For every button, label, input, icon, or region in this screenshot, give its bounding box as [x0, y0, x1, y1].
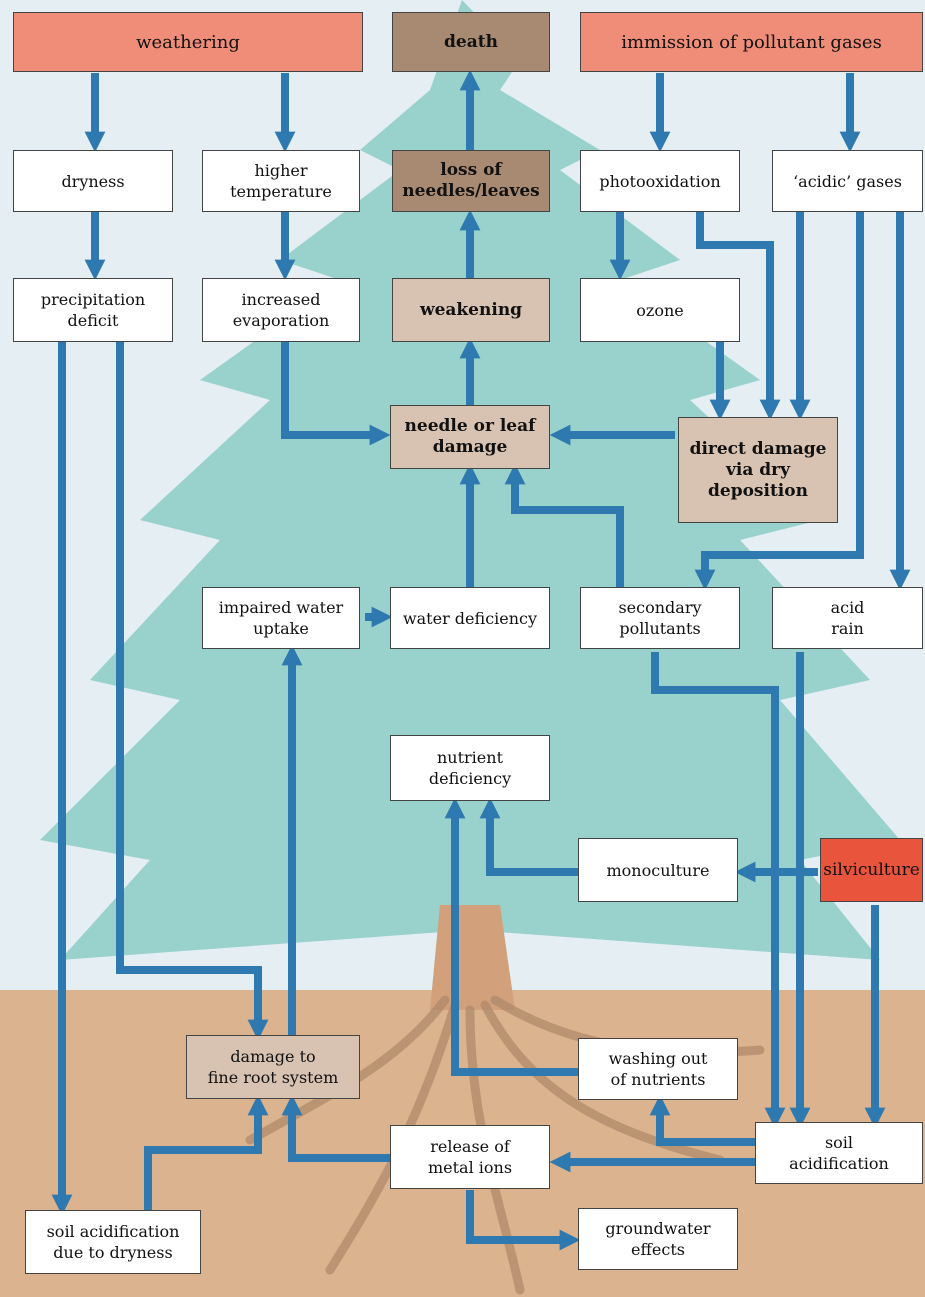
node-label: soil acidification	[789, 1133, 889, 1173]
node-label: monoculture	[606, 860, 710, 880]
node-dryness: dryness	[13, 150, 173, 212]
node-label: release of metal ions	[427, 1137, 513, 1177]
node-photooxidation: photooxidation	[580, 150, 740, 212]
node-water-deficiency: water deficiency	[390, 587, 550, 649]
node-precipitation-deficit: precipitation deficit	[13, 278, 173, 342]
node-label: precipitation deficit	[40, 290, 146, 330]
node-label: dryness	[61, 171, 125, 191]
node-weathering: weathering	[13, 12, 363, 72]
node-impaired-water-uptake: impaired water uptake	[202, 587, 360, 649]
node-label: soil acidification due to dryness	[46, 1222, 180, 1262]
node-label: needle or leaf damage	[404, 416, 536, 457]
node-death: death	[392, 12, 550, 72]
tree-trunk	[430, 905, 515, 1010]
node-label: increased evaporation	[232, 290, 330, 330]
node-label: groundwater effects	[605, 1219, 711, 1259]
node-label: direct damage via dry deposition	[689, 438, 827, 501]
node-nutrient-deficiency: nutrient deficiency	[390, 735, 550, 801]
node-acid-rain: acid rain	[772, 587, 923, 649]
node-acidic-gases: ‘acidic’ gases	[772, 150, 923, 212]
node-label: ozone	[636, 300, 684, 320]
node-label: washing out of nutrients	[608, 1049, 708, 1089]
node-label: damage to fine root system	[207, 1047, 339, 1087]
node-increased-evaporation: increased evaporation	[202, 278, 360, 342]
node-loss-of-needles: loss of needles/leaves	[392, 150, 550, 212]
node-label: immission of pollutant gases	[621, 31, 882, 53]
node-label: photooxidation	[599, 171, 721, 191]
node-needle-leaf-damage: needle or leaf damage	[390, 405, 550, 469]
node-monoculture: monoculture	[578, 838, 738, 902]
node-ozone: ozone	[580, 278, 740, 342]
node-groundwater-effects: groundwater effects	[578, 1208, 738, 1270]
node-weakening: weakening	[392, 278, 550, 342]
node-damage-fine-root: damage to fine root system	[186, 1035, 360, 1099]
node-label: weakening	[419, 299, 523, 320]
node-immission: immission of pollutant gases	[580, 12, 923, 72]
node-release-metal-ions: release of metal ions	[390, 1125, 550, 1189]
node-label: impaired water uptake	[218, 598, 344, 638]
node-label: weathering	[136, 31, 240, 53]
node-label: water deficiency	[402, 608, 538, 628]
node-label: higher temperature	[230, 161, 332, 201]
node-silviculture: silviculture	[820, 838, 923, 902]
node-label: death	[444, 31, 498, 52]
node-label: nutrient deficiency	[428, 748, 512, 788]
node-label: silviculture	[823, 859, 920, 880]
node-secondary-pollutants: secondary pollutants	[580, 587, 740, 649]
node-label: loss of needles/leaves	[402, 160, 540, 201]
node-soil-acidification-dryness: soil acidification due to dryness	[25, 1210, 201, 1274]
node-label: acid rain	[830, 598, 865, 638]
node-soil-acidification: soil acidification	[755, 1122, 923, 1184]
node-label: secondary pollutants	[618, 598, 702, 638]
node-washing-out: washing out of nutrients	[578, 1038, 738, 1100]
node-higher-temperature: higher temperature	[202, 150, 360, 212]
node-direct-damage: direct damage via dry deposition	[678, 417, 838, 523]
node-label: ‘acidic’ gases	[793, 171, 902, 191]
